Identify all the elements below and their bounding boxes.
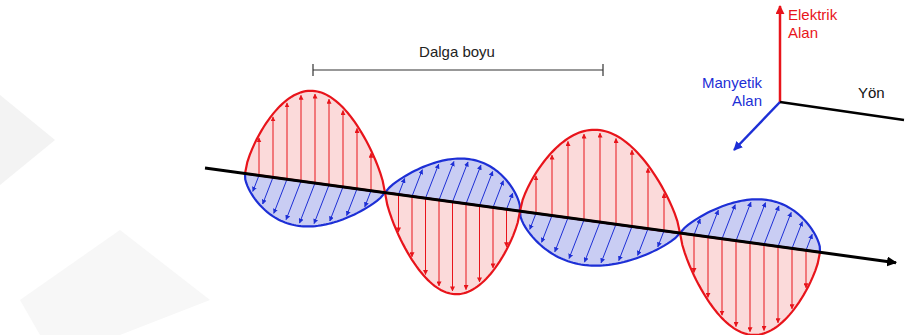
field-vector <box>619 226 632 260</box>
field-vector <box>466 204 467 290</box>
field-vector <box>479 206 480 282</box>
field-vector <box>778 212 791 246</box>
field-vector <box>439 162 454 201</box>
field-vector <box>694 219 700 235</box>
field-vector <box>552 155 553 215</box>
axis-label: Manyetik Alan <box>688 74 762 110</box>
field-vector <box>750 243 751 332</box>
electric-lobe-outline <box>520 130 680 233</box>
field-vector <box>273 117 274 177</box>
wavelength-bracket <box>313 64 603 76</box>
field-vector <box>329 99 330 185</box>
field-vector <box>542 216 552 243</box>
field-vector <box>536 176 537 213</box>
background-wedge <box>20 230 210 335</box>
field-vector <box>439 200 440 286</box>
field-vector <box>493 207 494 267</box>
field-vector <box>300 183 315 223</box>
wavelength-label: Dalga boyu <box>367 43 547 61</box>
field-vector <box>648 168 649 228</box>
electric-lobe <box>520 130 680 233</box>
field-vector <box>664 193 665 230</box>
field-vector <box>722 205 735 239</box>
field-vector <box>736 241 737 327</box>
axis-label: Yön <box>858 84 898 102</box>
field-vector <box>764 206 779 245</box>
field-vector <box>792 248 793 308</box>
field-vector <box>371 153 372 190</box>
field-vector <box>301 95 302 181</box>
field-vector <box>286 181 301 220</box>
field-vector <box>425 198 426 274</box>
field-vector <box>412 170 422 197</box>
field-vector <box>506 209 507 246</box>
propagation-axis <box>205 168 896 263</box>
field-vector <box>412 196 413 256</box>
field-vector <box>568 141 569 217</box>
field-vector <box>584 134 585 220</box>
field-vector <box>736 202 751 241</box>
field-vector <box>792 222 802 249</box>
field-vector <box>466 165 481 204</box>
field-vector <box>398 195 399 232</box>
field-vector <box>600 133 601 222</box>
field-vector <box>616 138 617 224</box>
field-vector <box>507 193 513 209</box>
field-vector <box>274 179 287 213</box>
field-vector <box>585 222 600 262</box>
field-vector <box>601 224 616 263</box>
axis-label: Elektrik Alan <box>788 6 852 42</box>
field-vector <box>632 150 633 226</box>
field-vector <box>750 203 765 243</box>
field-vector <box>493 181 503 208</box>
field-vector <box>399 179 405 195</box>
field-vector <box>253 175 259 191</box>
field-vector <box>263 177 273 204</box>
field-vector <box>330 187 343 221</box>
field-vector <box>708 210 718 237</box>
field-vector <box>530 213 536 229</box>
field-vector <box>638 229 648 256</box>
field-vector <box>287 103 288 179</box>
field-vector <box>480 172 493 206</box>
field-vector <box>555 218 568 252</box>
field-vector <box>314 185 329 224</box>
field-vector <box>806 250 807 287</box>
field-vector <box>357 128 358 188</box>
field-vector <box>764 245 765 331</box>
background-wedge <box>0 95 55 185</box>
field-vector <box>315 94 316 183</box>
field-vector <box>658 231 664 247</box>
field-vector <box>343 111 344 187</box>
field-vector <box>722 239 723 315</box>
field-vector <box>259 138 260 175</box>
field-vector <box>365 191 371 207</box>
field-vector <box>453 162 468 202</box>
field-vector <box>778 247 779 323</box>
field-vector <box>426 164 439 198</box>
field-vector <box>347 189 357 216</box>
field-vector <box>806 234 812 250</box>
field-vector <box>708 237 709 297</box>
field-vector <box>452 202 453 291</box>
field-vector <box>694 235 695 272</box>
field-vector <box>569 220 584 259</box>
